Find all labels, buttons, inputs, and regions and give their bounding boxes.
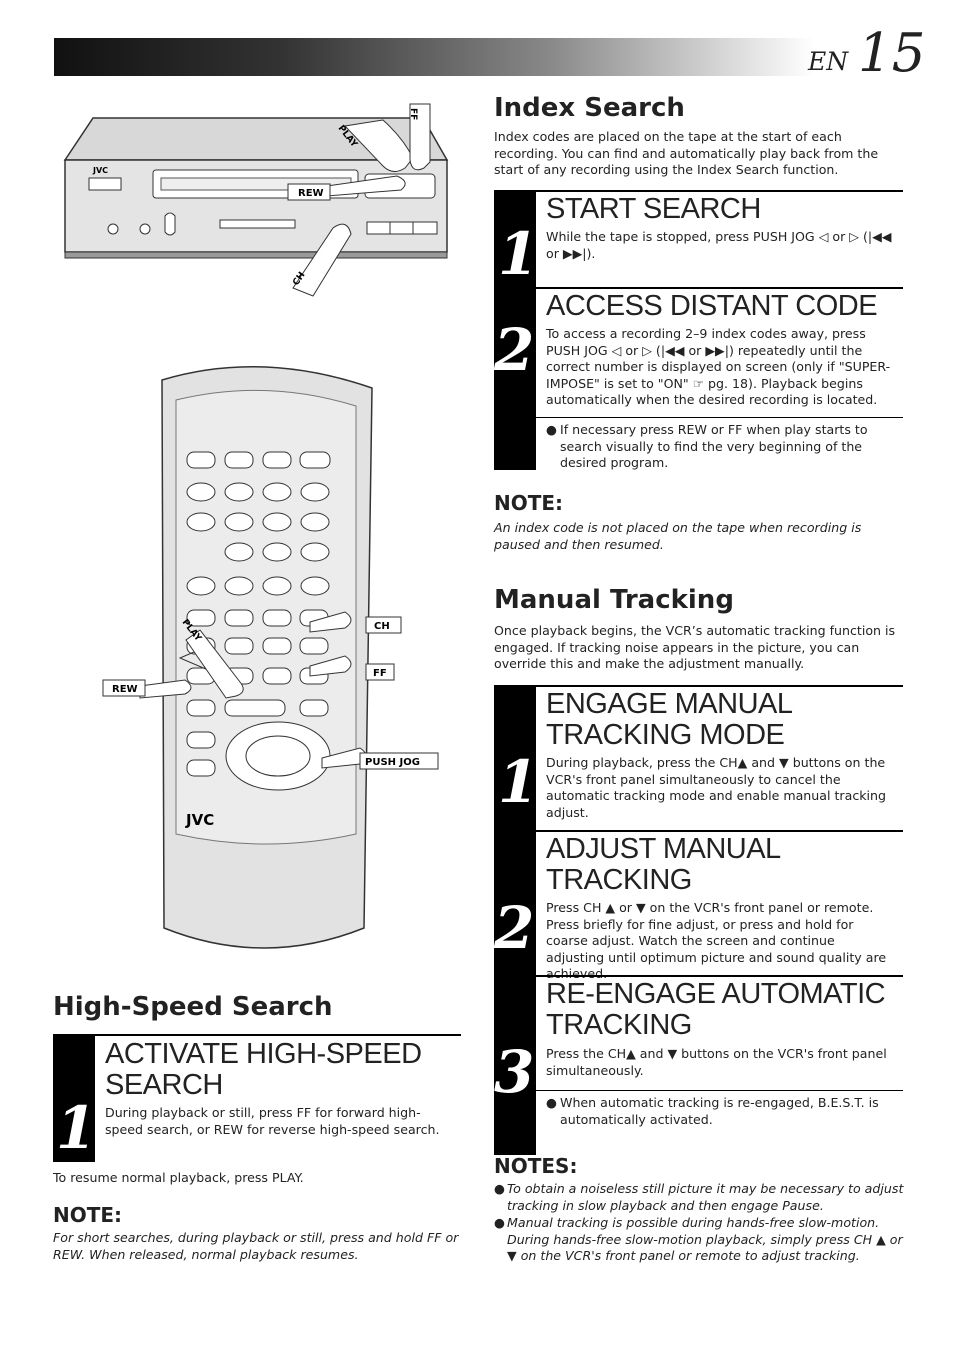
vcr-brand: JVC bbox=[92, 166, 108, 175]
vcr-illustration: JVC PLAY FF REW CH bbox=[63, 103, 449, 297]
tracking-notes-label: NOTES: bbox=[494, 1154, 578, 1178]
tracking-step-3-title-l1: RE-ENGAGE AUTOMATIC bbox=[546, 978, 886, 1010]
tracking-step-bar bbox=[494, 685, 536, 1155]
remote-brand: JVC bbox=[185, 811, 214, 829]
bullet-icon: ● bbox=[494, 1215, 505, 1230]
tracking-step-1-text: During playback, press the CH▲ and ▼ but… bbox=[546, 755, 887, 820]
index-search-step-bar bbox=[494, 190, 536, 470]
index-note-label: NOTE: bbox=[494, 491, 564, 515]
header-bar bbox=[54, 38, 814, 76]
high-speed-note-text: For short searches, during playback or s… bbox=[53, 1230, 459, 1262]
tracking-step-1-number: 1 bbox=[498, 748, 539, 816]
bullet-icon: ● bbox=[546, 422, 557, 437]
high-speed-step-bar bbox=[53, 1034, 95, 1162]
tracking-step-3-number: 3 bbox=[494, 1038, 535, 1106]
index-search-title: Index Search bbox=[494, 93, 685, 123]
index-step-1-title: START SEARCH bbox=[546, 193, 761, 225]
index-step-2-divider bbox=[536, 417, 903, 418]
tracking-step-2-title-l1: ADJUST MANUAL bbox=[546, 833, 781, 865]
index-step-2-text: To access a recording 2–9 index codes aw… bbox=[546, 326, 891, 407]
bullet-icon: ● bbox=[494, 1181, 505, 1196]
index-note-text: An index code is not placed on the tape … bbox=[494, 520, 862, 552]
page-number: 15 bbox=[858, 23, 926, 84]
language-label: EN bbox=[808, 47, 849, 76]
index-search-intro: Index codes are placed on the tape at th… bbox=[494, 129, 879, 177]
vcr-rew-label: REW bbox=[298, 188, 324, 199]
tracking-step-2-number: 2 bbox=[494, 894, 535, 962]
high-speed-step-text: During playback or still, press FF for f… bbox=[105, 1105, 440, 1137]
tracking-step-1-rule bbox=[536, 685, 903, 687]
index-step-2-number: 2 bbox=[494, 316, 535, 384]
remote-illustration: JVC PLAY CH FF REW PUSH JOG bbox=[102, 366, 439, 949]
index-step-1-number: 1 bbox=[498, 220, 539, 288]
remote-ff-label: FF bbox=[373, 668, 387, 679]
tracking-note-1: To obtain a noiseless still picture it m… bbox=[507, 1181, 904, 1213]
tracking-step-1-title-l1: ENGAGE MANUAL bbox=[546, 688, 793, 720]
manual-tracking-title: Manual Tracking bbox=[494, 585, 734, 615]
tracking-note-2: Manual tracking is possible during hands… bbox=[507, 1215, 903, 1263]
manual-tracking-intro: Once playback begins, the VCR’s automati… bbox=[494, 623, 896, 671]
index-step-1-rule bbox=[536, 190, 903, 192]
remote-rew-label: REW bbox=[112, 684, 138, 695]
high-speed-step-rule bbox=[95, 1034, 461, 1036]
tracking-step-3-bullet: When automatic tracking is re-engaged, B… bbox=[560, 1095, 879, 1127]
high-speed-step-title-l2: SEARCH bbox=[105, 1069, 223, 1101]
tracking-step-1-title-l2: TRACKING MODE bbox=[546, 719, 785, 751]
tracking-step-2-rule bbox=[536, 830, 903, 832]
high-speed-step-title-l1: ACTIVATE HIGH-SPEED bbox=[105, 1038, 422, 1070]
remote-ch-label: CH bbox=[374, 621, 390, 632]
tracking-step-2-text: Press CH ▲ or ▼ on the VCR's front panel… bbox=[546, 900, 887, 981]
tracking-step-3-divider bbox=[536, 1090, 903, 1091]
tracking-step-3-text: Press the CH▲ and ▼ buttons on the VCR's… bbox=[546, 1046, 887, 1078]
bullet-icon: ● bbox=[546, 1095, 557, 1110]
tracking-step-3-title-l2: TRACKING bbox=[546, 1009, 692, 1041]
high-speed-resume: To resume normal playback, press PLAY. bbox=[53, 1170, 304, 1185]
index-step-2-rule bbox=[536, 287, 903, 289]
index-step-1-text: While the tape is stopped, press PUSH JO… bbox=[546, 229, 892, 261]
tracking-step-3-rule bbox=[536, 975, 903, 977]
index-step-2-title: ACCESS DISTANT CODE bbox=[546, 290, 878, 322]
tracking-step-2-title-l2: TRACKING bbox=[546, 864, 692, 896]
remote-push-jog-label: PUSH JOG bbox=[365, 757, 420, 768]
vcr-ff-label: FF bbox=[408, 108, 418, 120]
index-step-2-bullet: If necessary press REW or FF when play s… bbox=[560, 422, 868, 470]
high-speed-step-number: 1 bbox=[56, 1094, 97, 1162]
high-speed-note-label: NOTE: bbox=[53, 1203, 123, 1227]
high-speed-title: High-Speed Search bbox=[53, 992, 333, 1022]
